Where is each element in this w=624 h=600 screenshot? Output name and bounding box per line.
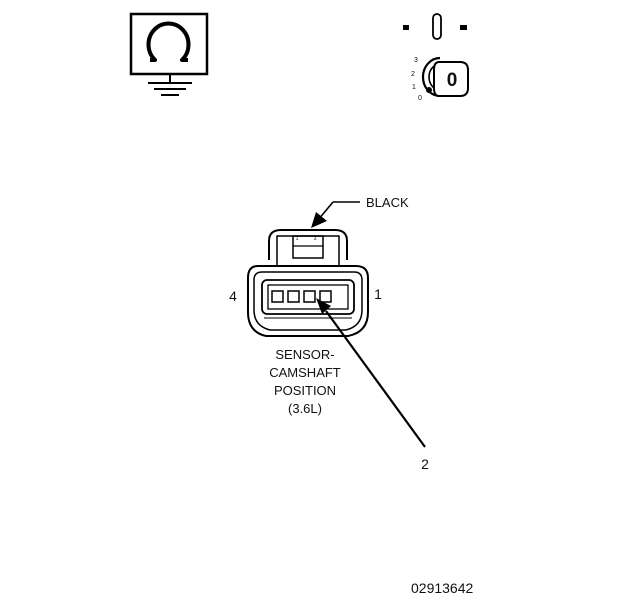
- pin-2-callout: 2: [316, 298, 429, 472]
- ignition-switch-icon: 3 2 1 0 0: [403, 13, 469, 102]
- ohmmeter-icon: [129, 12, 209, 96]
- pin-4-label: 4: [229, 288, 237, 304]
- pin-1-label: 1: [374, 286, 382, 302]
- figure-id: 02913642: [411, 580, 474, 596]
- connector-name-line-4: (3.6L): [288, 401, 322, 416]
- connector-outline: 1 3: [247, 229, 369, 337]
- connector-name-line-2: CAMSHAFT: [269, 365, 341, 380]
- connector-color-label: BLACK: [366, 195, 409, 210]
- ignition-pos-3: 3: [414, 57, 418, 64]
- connector-name-line-3: POSITION: [274, 383, 336, 398]
- latch-pin-mark-right: 3: [314, 236, 317, 242]
- ignition-pos-1: 1: [412, 84, 416, 91]
- connector-name: SENSOR- CAMSHAFT POSITION (3.6L): [269, 347, 341, 416]
- connector-name-line-1: SENSOR-: [275, 347, 334, 362]
- ignition-key-label: 0: [447, 70, 458, 91]
- callout-number: 2: [421, 456, 429, 472]
- connector-color-callout: BLACK: [311, 195, 409, 228]
- ignition-pos-2: 2: [411, 71, 415, 78]
- ignition-pos-0: 0: [418, 95, 422, 102]
- latch-pin-mark-left: 1: [296, 236, 299, 242]
